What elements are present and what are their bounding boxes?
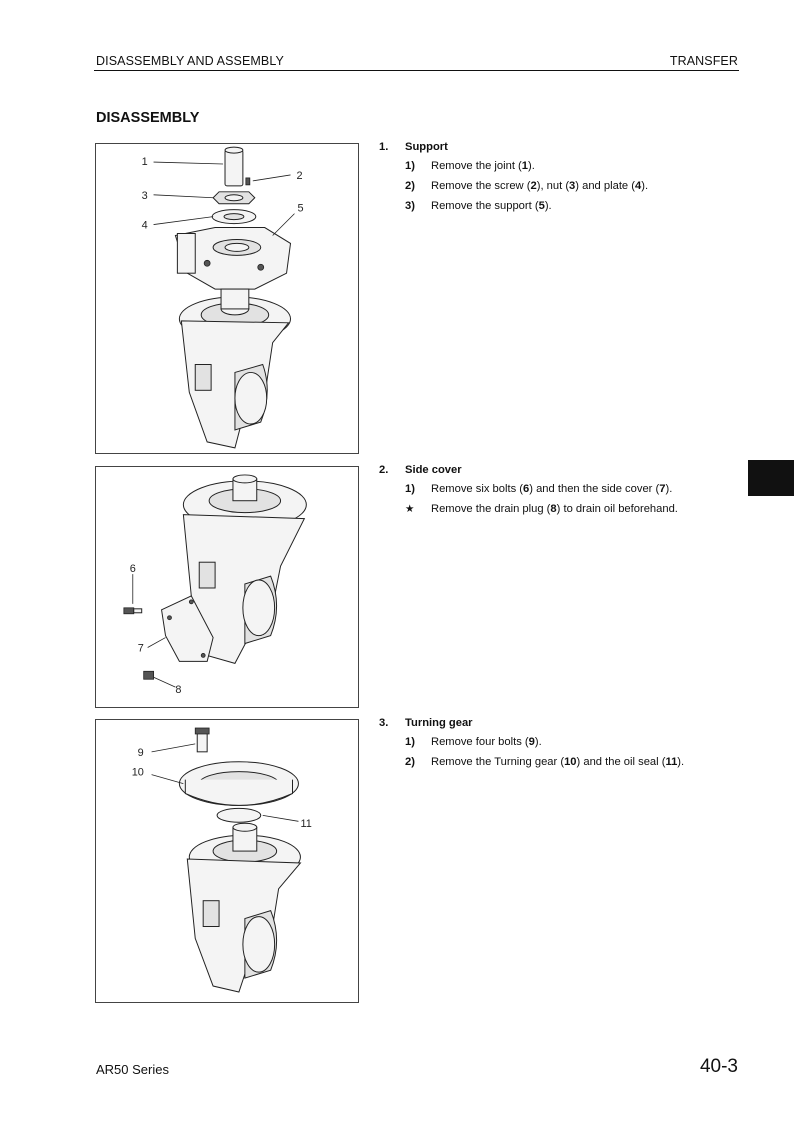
step-number: 2.	[379, 464, 389, 476]
callout-11: 11	[300, 818, 311, 830]
sub-step: 3) Remove the support (5).	[379, 199, 739, 213]
side-cover-illustration: 6 7 8	[123, 474, 307, 696]
callout-9: 9	[138, 747, 144, 759]
footer-series: AR50 Series	[96, 1062, 169, 1077]
callout-7: 7	[138, 642, 144, 654]
footer-page-number: 40-3	[699, 1056, 738, 1077]
step-support: 1. Support 1) Remove the joint (1). 2) R…	[379, 141, 739, 219]
sub-step: 1) Remove six bolts (6) and then the sid…	[379, 482, 739, 496]
sub-step-note: ★ Remove the drain plug (8) to drain oil…	[379, 502, 739, 516]
callout-4: 4	[142, 220, 148, 232]
step-heading: 2. Side cover	[379, 464, 739, 476]
sub-step-marker: 2)	[405, 756, 415, 768]
header-left: DISASSEMBLY AND ASSEMBLY	[96, 54, 284, 68]
figure-side-cover: 6 7 8	[95, 466, 359, 708]
section-tab-marker	[748, 460, 794, 496]
sub-step-marker: 2)	[405, 180, 415, 192]
sub-step-text: Remove the support (5).	[431, 200, 552, 212]
step-title: Turning gear	[405, 717, 473, 729]
step-heading: 3. Turning gear	[379, 717, 739, 729]
sub-step-text: Remove four bolts (9).	[431, 736, 542, 748]
page-title: DISASSEMBLY	[96, 110, 200, 126]
callout-6: 6	[130, 563, 136, 575]
sub-step: 1) Remove four bolts (9).	[379, 735, 739, 749]
sub-step: 1) Remove the joint (1).	[379, 159, 739, 173]
support-illustration: 1 2 3 4 5	[142, 146, 304, 449]
sub-step: 2) Remove the Turning gear (10) and the …	[379, 755, 739, 769]
sub-step-marker: 1)	[405, 736, 415, 748]
star-icon: ★	[405, 503, 415, 515]
step-number: 3.	[379, 717, 389, 729]
header-right: TRANSFER	[669, 54, 738, 68]
sub-step-text: Remove six bolts (6) and then the side c…	[431, 483, 673, 495]
step-number: 1.	[379, 141, 389, 153]
sub-step-text: Remove the screw (2), nut (3) and plate …	[431, 180, 649, 192]
sub-step-marker: 1)	[405, 483, 415, 495]
callout-10: 10	[132, 767, 144, 779]
sub-step-marker: 3)	[405, 200, 415, 212]
callout-2: 2	[296, 170, 302, 182]
sub-step: 2) Remove the screw (2), nut (3) and pla…	[379, 179, 739, 193]
callout-1: 1	[142, 156, 148, 168]
header-rule	[94, 70, 739, 71]
callout-5: 5	[297, 203, 303, 215]
step-title: Support	[405, 141, 448, 153]
figure-turning-gear: 9 10 11	[95, 719, 359, 1003]
step-turning-gear: 3. Turning gear 1) Remove four bolts (9)…	[379, 717, 739, 775]
callout-3: 3	[142, 190, 148, 202]
step-title: Side cover	[405, 464, 462, 476]
sub-step-marker: 1)	[405, 160, 415, 172]
step-heading: 1. Support	[379, 141, 739, 153]
sub-step-text: Remove the Turning gear (10) and the oil…	[431, 756, 685, 768]
callout-8: 8	[175, 684, 181, 696]
turning-gear-illustration: 9 10 11	[132, 727, 312, 993]
step-side-cover: 2. Side cover 1) Remove six bolts (6) an…	[379, 464, 739, 522]
figure-support: 1 2 3 4 5	[95, 143, 359, 454]
sub-step-text: Remove the drain plug (8) to drain oil b…	[431, 503, 678, 515]
sub-step-text: Remove the joint (1).	[431, 160, 535, 172]
